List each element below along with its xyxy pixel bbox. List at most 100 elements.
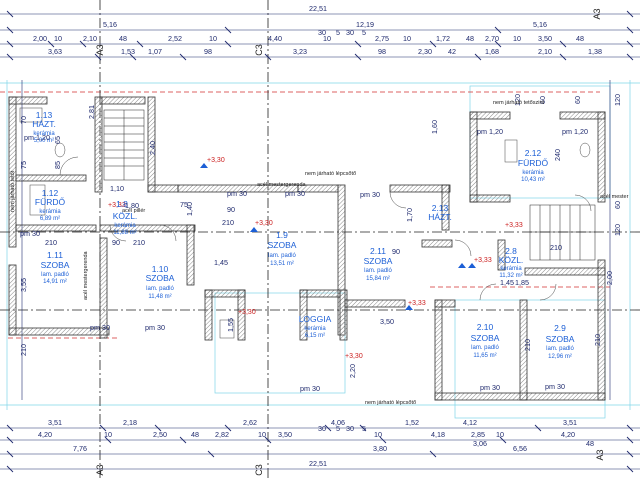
total-width-top: 22,51 [309,4,327,13]
room-2-11: 2.11 SZOBA lam. padló 15,84 m² [364,246,393,282]
svg-text:lam. padló: lam. padló [364,268,392,274]
svg-text:A3: A3 [592,8,602,19]
dimension-lines [0,13,640,470]
svg-text:nem járható tetőszint: nem járható tetőszint [493,100,545,106]
svg-text:+3,33: +3,33 [505,222,523,229]
svg-text:2,18: 2,18 [123,418,137,427]
svg-text:15,84 m²: 15,84 m² [366,276,390,282]
svg-text:pm 30: pm 30 [300,384,320,393]
svg-text:240: 240 [553,149,562,161]
svg-text:75: 75 [19,161,28,169]
svg-text:pm 30: pm 30 [360,190,380,199]
svg-text:120: 120 [613,224,622,236]
svg-text:210: 210 [133,238,145,247]
svg-text:kerámia: kerámia [500,266,522,272]
svg-text:+3,33: +3,33 [474,257,492,264]
svg-text:FÜRDŐ: FÜRDŐ [35,197,66,207]
svg-text:2.11: 2.11 [370,246,386,256]
svg-text:2,10: 2,10 [538,47,552,56]
svg-text:2.12: 2.12 [525,148,542,158]
svg-text:FÜRDŐ: FÜRDŐ [518,158,549,168]
svg-text:pm 30: pm 30 [545,382,565,391]
svg-text:pm 30: pm 30 [90,323,110,332]
room-loggia: LOGGIA kerámia 6,15 m² [299,314,332,339]
svg-text:1.12: 1.12 [42,188,59,198]
svg-text:KÖZL.: KÖZL. [113,211,138,221]
svg-text:12,19: 12,19 [356,20,374,29]
svg-text:acél pillér: acél pillér [122,208,145,214]
svg-text:lam. padló: lam. padló [471,345,499,351]
svg-text:10: 10 [513,34,521,43]
axis-labels: A3 C3 A3 C3 A3 A3 [95,8,605,475]
svg-text:acél mestergerenda: acél mestergerenda [83,250,89,300]
svg-text:3,50: 3,50 [538,34,552,43]
svg-text:4,12: 4,12 [463,418,477,427]
svg-text:HÁZT.: HÁZT. [32,119,56,129]
svg-text:SZOBA: SZOBA [41,260,70,270]
svg-text:SZOBA: SZOBA [268,240,297,250]
misc-annotations: pm 1,20 pm 30 pm 1,20 pm 30 pm 30 pm 30 … [20,120,614,393]
svg-text:2,82: 2,82 [215,430,229,439]
room-2-10: 2.10 SZOBA lam. padló 11,65 m² [471,322,500,359]
svg-text:210: 210 [45,238,57,247]
room-1-8: 1.8 KÖZL. kerámia 11,88 m² [113,199,138,236]
svg-text:4,20: 4,20 [38,430,52,439]
top-dimensions: 22,51 5,16 12,19 5,16 2,00 10 2,10 48 2,… [33,4,602,56]
svg-text:pm 30: pm 30 [227,189,247,198]
svg-text:48: 48 [586,439,594,448]
svg-text:60: 60 [613,201,622,209]
svg-text:48: 48 [191,430,199,439]
svg-text:11,32 m²: 11,32 m² [499,273,522,279]
svg-text:10: 10 [403,34,411,43]
svg-text:HÁZT.: HÁZT. [428,212,452,222]
room-2-12: 2.12 FÜRDŐ kerámia 10,43 m² [518,148,549,183]
svg-text:6,56: 6,56 [513,444,527,453]
svg-text:2,20: 2,20 [348,364,357,378]
svg-text:+3,30: +3,30 [238,309,256,316]
room-labels: 1.13 HÁZT. kerámia 5,00 m² 1.12 FÜRDŐ ke… [32,110,575,360]
svg-text:1,45: 1,45 [214,258,228,267]
svg-text:12,96 m²: 12,96 m² [548,354,572,360]
svg-text:3,23: 3,23 [293,47,307,56]
svg-text:KÖZL.: KÖZL. [499,255,524,265]
svg-text:pm 1,20: pm 1,20 [24,133,50,142]
room-1-12: 1.12 FÜRDŐ kerámia 6,89 m² [35,188,66,222]
svg-text:70: 70 [19,116,28,124]
svg-text:1,40: 1,40 [185,202,194,216]
svg-text:3,51: 3,51 [48,418,62,427]
svg-text:1,55: 1,55 [226,318,235,332]
svg-text:6,89 m²: 6,89 m² [40,216,60,222]
svg-text:1,85: 1,85 [515,278,529,287]
svg-text:2,00: 2,00 [605,271,614,285]
svg-text:C3: C3 [254,464,264,476]
svg-text:10,43 m²: 10,43 m² [521,177,545,183]
svg-text:nem járható lépcsőtő: nem járható lépcsőtő [305,171,356,177]
svg-text:30: 30 [346,424,354,433]
svg-text:2,40: 2,40 [148,141,157,155]
svg-text:1,60: 1,60 [430,120,439,134]
dimension-ticks [6,10,634,473]
svg-text:3,50: 3,50 [278,430,292,439]
svg-text:3,80: 3,80 [373,444,387,453]
svg-text:3,51: 3,51 [563,418,577,427]
svg-text:3,55: 3,55 [19,278,28,292]
level-marks [200,163,476,310]
svg-text:85: 85 [53,161,62,169]
svg-text:pm 1,20: pm 1,20 [562,127,588,136]
svg-text:30: 30 [346,28,354,37]
svg-text:kerámia: kerámia [39,209,61,215]
svg-text:1.8: 1.8 [116,199,128,209]
svg-text:lam. padló: lam. padló [41,272,69,278]
svg-text:C3: C3 [254,44,264,56]
svg-text:98: 98 [378,47,386,56]
room-2-13: 2.13 HÁZT. [428,203,452,222]
svg-text:30: 30 [318,424,326,433]
svg-text:2.10: 2.10 [477,322,494,332]
room-1-9: 1.9 SZOBA lam. padló 13,51 m² [268,230,297,267]
svg-text:4,06: 4,06 [331,418,345,427]
svg-text:pm 30: pm 30 [285,189,305,198]
svg-text:2,70: 2,70 [485,34,499,43]
svg-text:SZOBA: SZOBA [546,334,575,344]
total-width-bottom: 22,51 [309,459,327,468]
